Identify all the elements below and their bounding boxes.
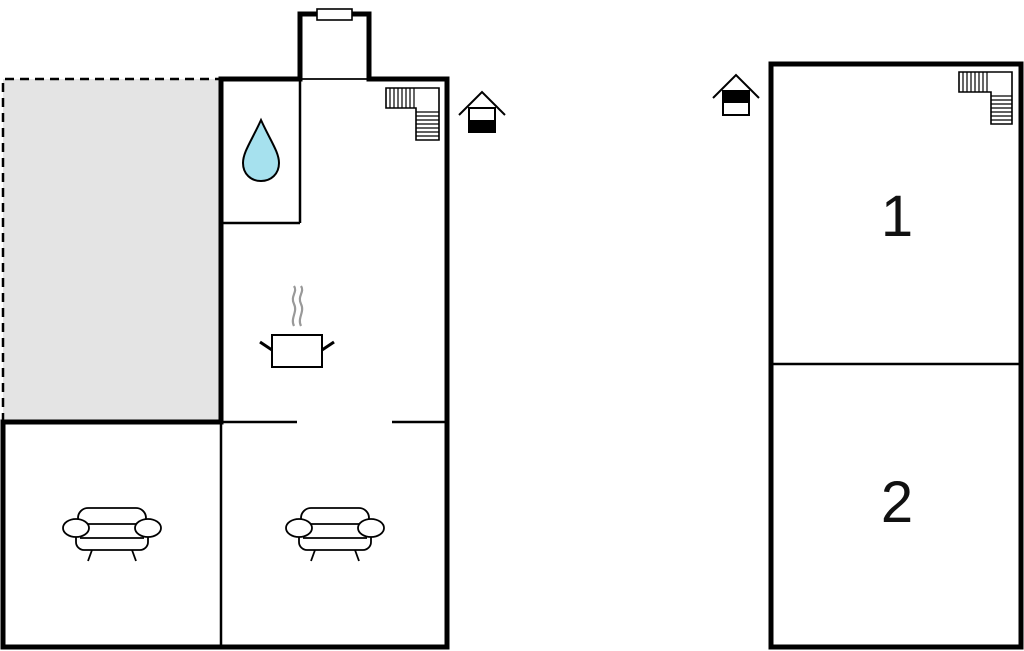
bedroom-2-label: 2 xyxy=(881,470,913,535)
sofa-icon xyxy=(62,507,162,562)
water-drop-icon xyxy=(241,117,281,183)
ground-floor-house-icon xyxy=(458,90,506,133)
stairs-icon xyxy=(958,71,1013,125)
ground-floor-plan xyxy=(0,8,506,650)
stairs-icon xyxy=(385,87,440,141)
ground-floor-walls xyxy=(0,8,450,650)
sofa-icon xyxy=(285,507,385,562)
upper-floor-walls xyxy=(768,61,1024,650)
upper-floor-house-icon xyxy=(712,73,760,116)
bedroom-1-label: 1 xyxy=(881,184,913,249)
cooking-pot-icon xyxy=(259,285,335,368)
terrace-area xyxy=(1,77,221,422)
upper-floor-plan: 1 2 xyxy=(712,61,1024,650)
